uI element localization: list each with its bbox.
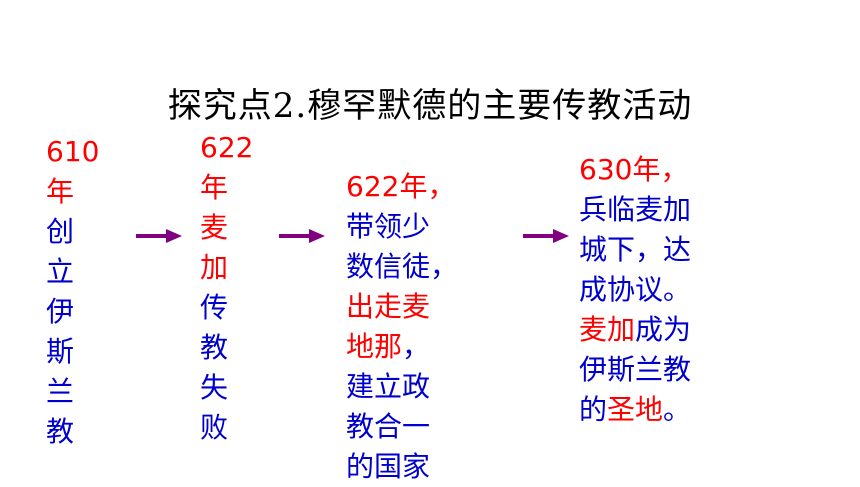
- event-622-hijra-line: 出走麦: [346, 290, 431, 323]
- event-622-char: 加: [200, 251, 229, 284]
- event-610-nian: 年: [46, 175, 75, 208]
- event-622-failure-block: 622 年 麦 加 传 教 失 败: [200, 128, 254, 448]
- event-630-line: 兵临麦加: [579, 193, 692, 226]
- event-610-char: 斯: [46, 335, 75, 368]
- event-622-hijra-year: 622年，: [346, 170, 456, 203]
- event-622-char: 年: [200, 171, 229, 204]
- event-622-hijra-block: 622年， 带领少 数信徒， 出走麦 地那， 建立政 教合一 的国家: [346, 167, 466, 487]
- event-630-de: 的: [579, 393, 608, 426]
- event-610-char: 创: [46, 215, 75, 248]
- event-622-char: 麦: [200, 211, 229, 244]
- event-622-year: 622: [200, 131, 254, 164]
- event-630-holy-land: 圣地: [607, 393, 664, 426]
- event-630-mecca: 麦加: [579, 313, 636, 346]
- event-610-char: 兰: [46, 375, 75, 408]
- event-622-hijra-comma: ，: [402, 330, 431, 363]
- event-630-line: 城下，达: [579, 233, 692, 266]
- event-622-hijra-line: 建立政: [346, 370, 431, 403]
- event-630-period: 。: [663, 393, 692, 426]
- event-622-hijra-line: 的国家: [346, 450, 431, 483]
- event-630-block: 630年， 兵临麦加 城下，达 成协议。 麦加成为 伊斯兰教 的圣地。: [579, 150, 729, 430]
- event-622-hijra-line: 地那，: [346, 327, 466, 367]
- event-630-year: 630年，: [579, 153, 689, 186]
- event-622-hijra-line: 带领少: [346, 210, 431, 243]
- event-610-block: 610 年 创 立 伊 斯 兰 教: [46, 132, 100, 452]
- page-title: 探究点2.穆罕默德的主要传教活动: [167, 86, 693, 126]
- arrow-right-icon: [523, 229, 569, 243]
- event-630-line: 的圣地。: [579, 390, 729, 430]
- event-610-year: 610: [46, 135, 100, 168]
- event-622-char: 传: [200, 291, 229, 324]
- arrow-right-icon: [136, 229, 182, 243]
- event-630-line: 伊斯兰教: [579, 353, 692, 386]
- event-630-line: 麦加成为: [579, 310, 729, 350]
- event-610-char: 伊: [46, 295, 75, 328]
- event-610-char: 教: [46, 415, 75, 448]
- event-610-char: 立: [46, 255, 75, 288]
- event-622-char: 失: [200, 371, 229, 404]
- event-622-hijra-line: 教合一: [346, 410, 431, 443]
- event-622-hijra-medina: 地那: [346, 330, 403, 363]
- event-630-line: 成协议。: [579, 273, 692, 306]
- event-630-became: 成为: [635, 313, 692, 346]
- event-622-char: 教: [200, 331, 229, 364]
- arrow-right-icon: [279, 229, 325, 243]
- event-622-hijra-line: 数信徒，: [346, 250, 459, 283]
- event-622-char: 败: [200, 411, 229, 444]
